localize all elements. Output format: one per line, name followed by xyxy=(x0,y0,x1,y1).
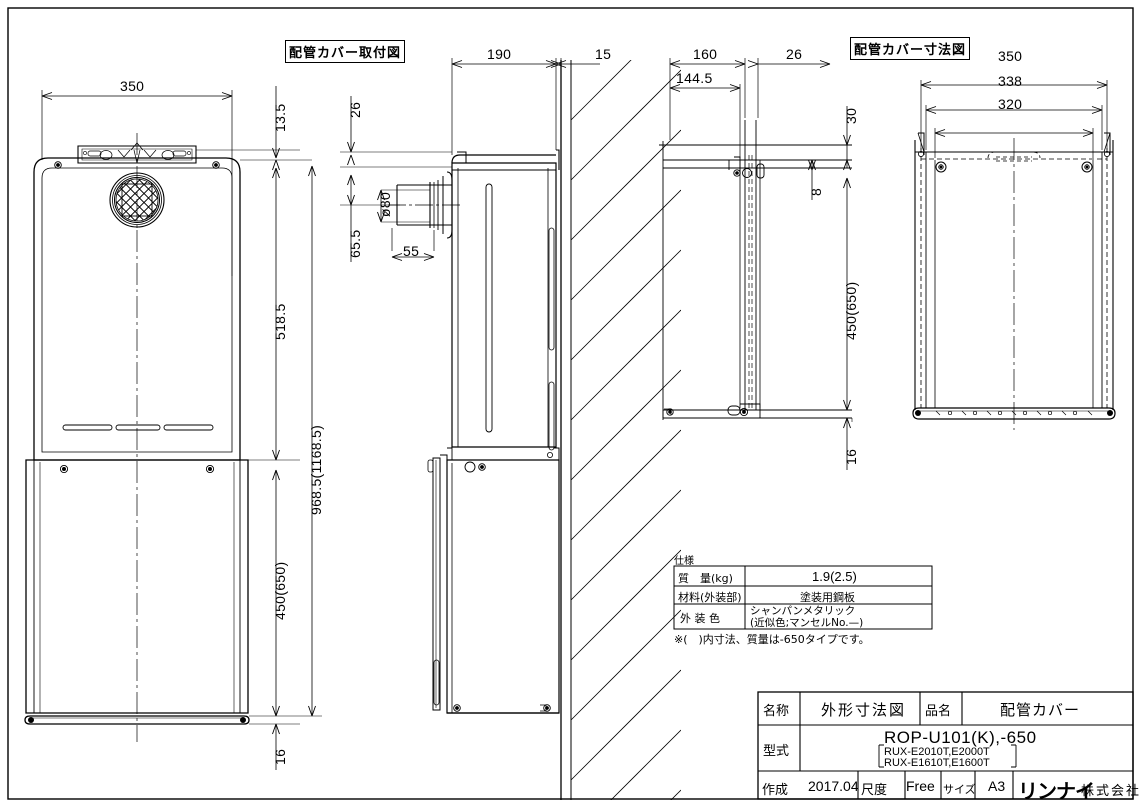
title-created-value: 2017.04 xyxy=(808,778,859,794)
spec-value-material: 塗装用鋼板 xyxy=(800,591,855,604)
dim-section-e: 8 xyxy=(808,187,824,196)
title-model-main: ROP-U101(K),-650 xyxy=(884,728,1037,747)
dim-side-pipe-dia: ø80 xyxy=(377,191,393,217)
dim-side-pipe-len: 55 xyxy=(403,243,420,259)
company-brand: リンナイ xyxy=(1018,779,1095,803)
dim-section-a: 160 xyxy=(693,46,718,62)
title-product-value: 配管カバー xyxy=(1000,701,1081,719)
company-suffix: 株式会社 xyxy=(1081,784,1141,799)
dim-front-top-offset: 13.5 xyxy=(272,103,288,132)
dim-side-pipe-center: 65.5 xyxy=(347,229,363,258)
dim-front-total-height: 968.5(1168.5) xyxy=(308,424,324,515)
dim-side-wall-gap: 15 xyxy=(595,46,612,62)
dim-section-b: 144.5 xyxy=(676,70,713,86)
spec-value-color: シャンパンメタリック(近似色;マンセルNo.—) xyxy=(750,605,864,629)
dim-section-c: 26 xyxy=(786,46,803,62)
spec-label-color: 外 装 色 xyxy=(680,612,720,625)
title-product-label: 品名 xyxy=(925,704,952,719)
dim-side-top: 26 xyxy=(347,101,363,118)
dim-front-cover-height: 450(650) xyxy=(272,561,288,620)
spec-value-weight: 1.9(2.5) xyxy=(812,569,857,584)
title-model-label: 型式 xyxy=(763,744,790,759)
dim-section-bottom: 16 xyxy=(843,448,859,465)
spec-heading: 仕様 xyxy=(674,556,694,567)
dim-front-bottom: 16 xyxy=(272,748,288,765)
title-name-label: 名称 xyxy=(763,704,790,719)
dim-cover-middle: 338 xyxy=(998,73,1023,89)
dim-front-upper-height: 518.5 xyxy=(272,303,288,340)
title-model-sub1: RUX-E2010T,E2000T xyxy=(884,746,990,758)
title-scale-value: Free xyxy=(906,778,935,794)
view-title-installation: 配管カバー取付図 xyxy=(285,40,406,63)
spec-label-weight: 質 量(kg) xyxy=(678,572,733,585)
title-model-sub2: RUX-E1610T,E1600T xyxy=(884,757,990,769)
dim-front-width: 350 xyxy=(120,78,145,94)
dim-section-d: 30 xyxy=(843,107,859,124)
title-size-label: サイズ xyxy=(943,783,976,796)
spec-label-material: 材料(外装部) xyxy=(678,591,742,604)
dim-section-height: 450(650) xyxy=(843,281,859,340)
title-created-label: 作成 xyxy=(762,783,789,798)
dim-cover-outer: 350 xyxy=(998,48,1023,64)
view-title-dimension: 配管カバー寸法図 xyxy=(850,37,971,60)
title-size-value: A3 xyxy=(988,778,1006,794)
title-name-value: 外形寸法図 xyxy=(821,701,907,719)
dim-side-depth: 190 xyxy=(487,46,512,62)
title-scale-label: 尺度 xyxy=(861,783,888,798)
spec-note: ※( )内寸法、質量は-650タイプです。 xyxy=(674,633,870,646)
dim-cover-inner: 320 xyxy=(998,96,1023,112)
